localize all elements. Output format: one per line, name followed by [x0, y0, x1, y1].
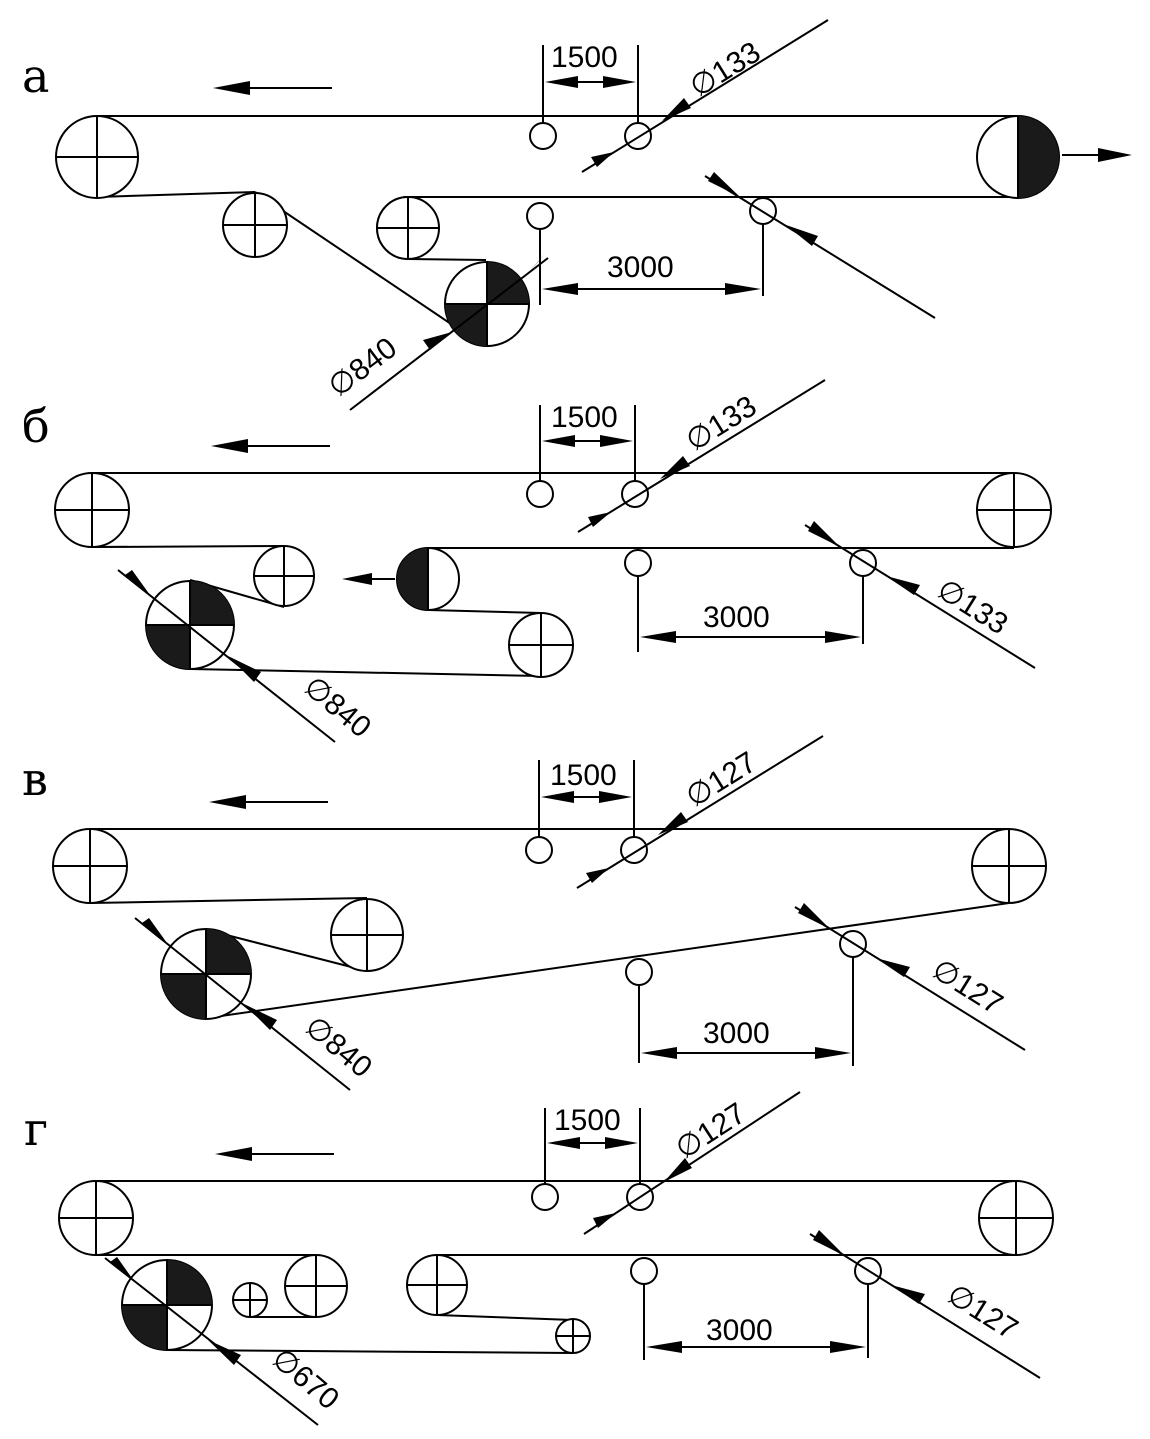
direction-arrow-left [209, 795, 328, 809]
pulley-tail [54, 472, 130, 548]
panel-label-a: а [22, 49, 49, 103]
spacing-label-g: 1500 [554, 1104, 621, 1137]
return-idler-diameter-label-b: ∅133 [931, 573, 1013, 641]
dimension-3000: 3000 [637, 576, 864, 652]
panel-a: а [22, 19, 1132, 411]
direction-arrow-left [215, 1147, 334, 1161]
drive-diameter-label-g: ∅670 [266, 1342, 346, 1416]
pulley-bend [406, 1254, 468, 1316]
idlers [526, 122, 777, 230]
diameter-return-leader [704, 172, 936, 319]
dimension-1500: 1500 [544, 1104, 641, 1184]
drive-diameter-label-b: ∅840 [298, 670, 378, 744]
dimension-3000: 3000 [539, 224, 764, 305]
pulley-tail [55, 115, 139, 199]
pulley-head [978, 1180, 1054, 1256]
return-idler-diameter-label-g: ∅127 [941, 1278, 1023, 1346]
direction-arrow-left [211, 439, 330, 453]
pulley-snub [222, 192, 288, 258]
pulley-half-drive [396, 547, 460, 611]
panel-label-b: б [22, 399, 50, 453]
diameter-return-leader: ∅127 [809, 1230, 1041, 1379]
output-arrow [1062, 148, 1132, 162]
pulley-small-deflector [232, 1282, 268, 1318]
dimension-3000: 3000 [638, 957, 854, 1066]
idler-diameter-label-v: ∅127 [680, 746, 762, 814]
belt [96, 1180, 1016, 1354]
idler-diameter-label-b: ∅133 [680, 390, 762, 458]
distance-label-g: 3000 [706, 1314, 773, 1347]
pulley-tail [58, 1180, 134, 1256]
output-arrow-left [342, 573, 395, 585]
panel-g: г [24, 1091, 1054, 1426]
drive-diameter-label-a: ∅840 [322, 331, 403, 403]
dimension-3000: 3000 [643, 1284, 869, 1360]
pulley-small-tail [555, 1318, 591, 1354]
spacing-label-v: 1500 [550, 759, 617, 792]
diameter-return-leader: ∅127 [794, 903, 1026, 1051]
idler-diameter-label-g: ∅127 [670, 1097, 752, 1166]
dimension-1500: 1500 [539, 401, 636, 481]
distance-label-a: 3000 [607, 251, 674, 284]
panel-label-g: г [24, 1102, 48, 1156]
pulley-tail [52, 828, 128, 904]
idler-diameter-label-a: ∅133 [684, 36, 766, 104]
distance-label-v: 3000 [703, 1017, 770, 1050]
pulley-snub [253, 545, 315, 607]
drive-diameter-label-v: ∅840 [299, 1010, 379, 1084]
spacing-label-b: 1500 [551, 401, 618, 434]
pulley-drive-quartered [121, 1259, 213, 1351]
diameter-drive-leader: ∅840 [322, 254, 549, 411]
panel-b: б [22, 379, 1052, 744]
pulley-snub [330, 898, 404, 972]
pulley-drive-quartered [145, 580, 235, 670]
diameter-drive-leader: ∅670 [104, 1257, 346, 1426]
pulley-head [976, 472, 1052, 548]
pulley-head [971, 828, 1047, 904]
dimension-1500: 1500 [538, 759, 635, 837]
idlers [525, 836, 867, 986]
dimension-1500: 1500 [542, 41, 639, 123]
spacing-label-a: 1500 [551, 41, 618, 74]
pulley-tension [508, 612, 574, 678]
panel-v: в [22, 735, 1047, 1091]
pulley-head-drive [976, 115, 1060, 199]
pulley-bend [376, 196, 440, 260]
direction-arrow-left [213, 81, 332, 95]
belt [89, 828, 1010, 1019]
panel-label-v: в [22, 752, 48, 806]
distance-label-b: 3000 [703, 601, 770, 634]
pulley-snub [284, 1254, 348, 1318]
idlers [526, 480, 877, 577]
return-idler-diameter-label-v: ∅127 [926, 953, 1008, 1021]
diameter-idler-leader: ∅133 [581, 19, 829, 173]
